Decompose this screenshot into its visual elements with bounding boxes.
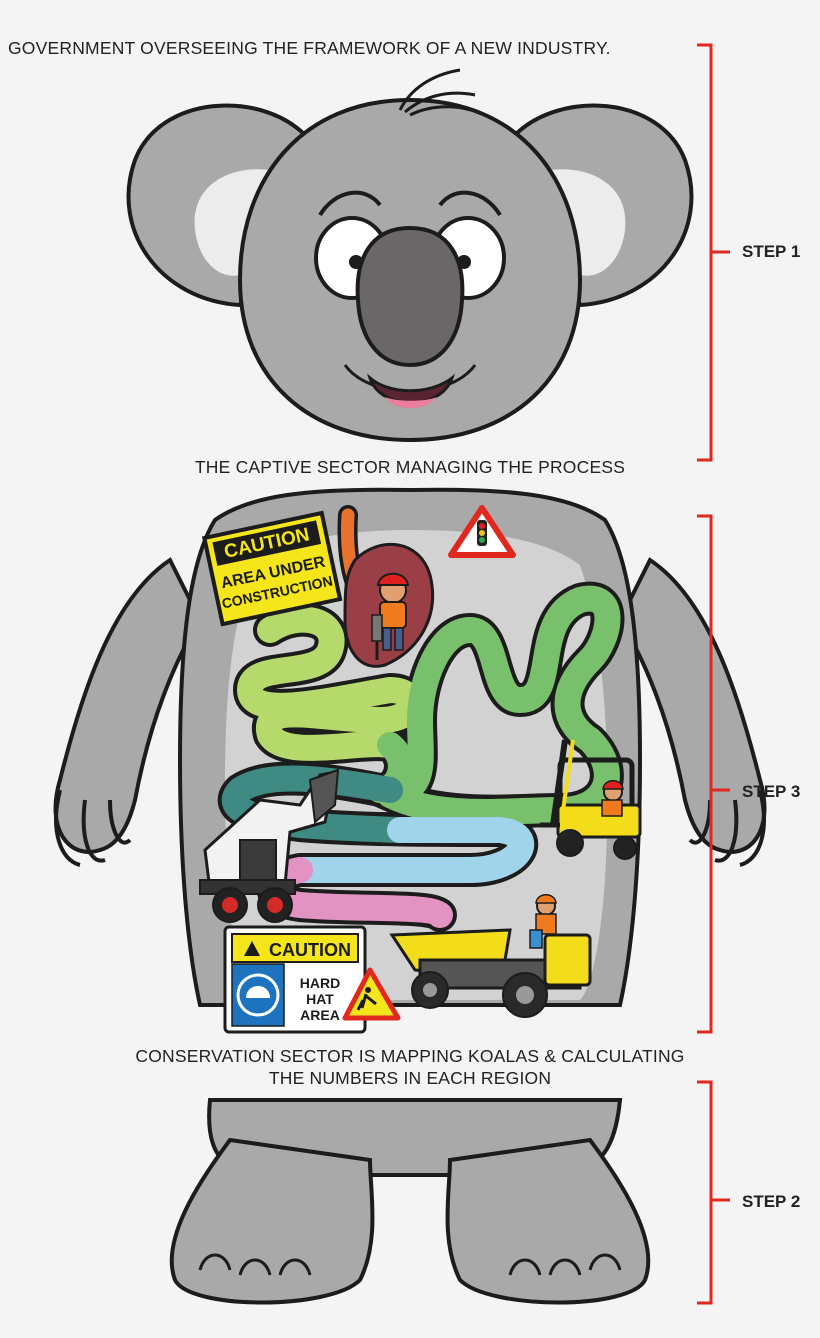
hardhat-sign-heading: CAUTION	[269, 940, 351, 960]
men-at-work-warning-icon	[342, 967, 401, 1021]
worker-jackhammer-icon	[371, 572, 410, 660]
caption-government: GOVERNMENT OVERSEEING THE FRAMEWORK OF A…	[8, 38, 611, 58]
step3-bracket	[697, 514, 730, 1034]
caution-area-under-construction-sign: CAUTION AREA UNDER CONSTRUCTION	[201, 510, 343, 627]
step2-bracket	[697, 1080, 730, 1305]
caption-conservation-sector: CONSERVATION SECTOR IS MAPPING KOALAS & …	[0, 1045, 820, 1089]
step3-label: STEP 3	[742, 782, 801, 801]
caption-conservation-line2: THE NUMBERS IN EACH REGION	[268, 1068, 552, 1088]
step1-label: STEP 1	[742, 242, 801, 261]
koala-legs	[169, 1098, 651, 1305]
koala-head	[126, 68, 694, 443]
skid-steer-loader-icon	[199, 768, 340, 923]
caption-conservation-line1: CONSERVATION SECTOR IS MAPPING KOALAS & …	[135, 1046, 685, 1066]
dumper-truck-icon	[389, 894, 592, 1018]
hardhat-sign-line1: HARD	[300, 975, 340, 991]
traffic-light-warning-icon	[448, 505, 516, 558]
hardhat-sign-line3: AREA	[300, 1007, 340, 1023]
step-brackets	[697, 43, 730, 1305]
hardhat-sign-line2: HAT	[306, 991, 334, 1007]
step2-label: STEP 2	[742, 1192, 801, 1211]
step1-bracket	[697, 43, 730, 462]
forklift-icon	[540, 739, 642, 860]
caption-captive-sector: THE CAPTIVE SECTOR MANAGING THE PROCESS	[194, 457, 626, 477]
koala-nose	[355, 225, 465, 368]
